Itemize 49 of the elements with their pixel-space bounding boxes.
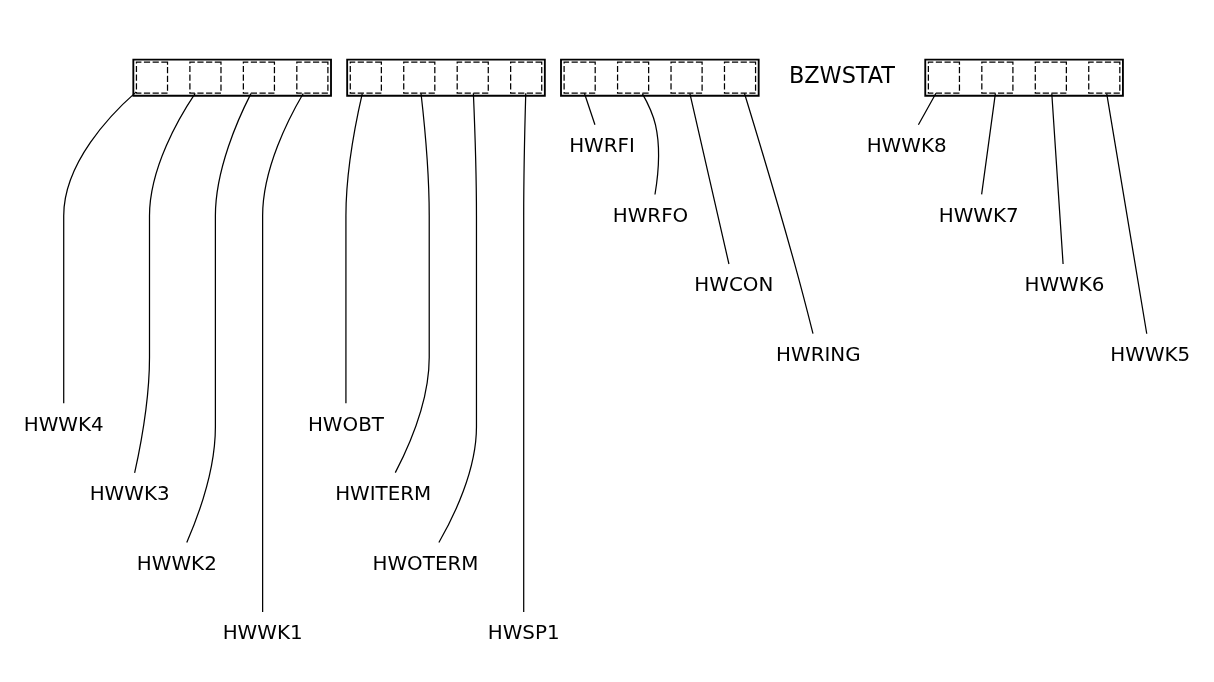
node-box [242, 61, 276, 94]
node-box [510, 61, 543, 94]
connector [1051, 92, 1064, 265]
node-text: HWRFI [569, 133, 635, 157]
node-text: HWWK3 [89, 481, 170, 505]
node-text: HWCON [694, 272, 774, 296]
node-text: HWWK8 [866, 133, 947, 157]
connector [394, 92, 430, 473]
node-box [670, 61, 703, 94]
node-text: HWWK6 [1024, 272, 1105, 296]
connector [345, 92, 363, 404]
node-text: HWWK1 [222, 620, 303, 644]
node-box [616, 61, 650, 94]
node-box [135, 61, 169, 94]
node-box [981, 61, 1014, 94]
node-box [403, 61, 436, 94]
node-box [723, 61, 757, 94]
connector [523, 92, 527, 613]
node-text: HWOTERM [372, 551, 479, 575]
node-box [927, 61, 961, 94]
node-box [189, 61, 222, 94]
connector [438, 92, 478, 543]
node-text: HWWK7 [938, 203, 1019, 227]
node-text: HWWK5 [1110, 342, 1191, 366]
connector [134, 92, 196, 474]
connector [1106, 92, 1148, 334]
node-text: HWITERM [335, 481, 432, 505]
connector [262, 92, 304, 613]
connector [743, 92, 814, 334]
node-box [456, 61, 489, 94]
connector [186, 92, 252, 543]
node-box [1088, 61, 1121, 94]
connector [583, 92, 596, 125]
connector [917, 92, 937, 125]
node-text: HWSP1 [487, 620, 560, 644]
node-text: HWWK4 [23, 412, 104, 436]
connector [63, 90, 137, 404]
connector [689, 92, 730, 265]
node-box [563, 61, 596, 94]
node-text: HWWK2 [136, 551, 217, 575]
node-box [1034, 61, 1067, 94]
node-box [296, 61, 329, 94]
connector [981, 92, 996, 195]
node-box [349, 61, 382, 94]
node-text: HWRING [776, 342, 861, 366]
node-text: HWRFO [612, 203, 689, 227]
node-text: HWOBT [307, 412, 384, 436]
connector [641, 92, 660, 195]
label: BZWSTAT [788, 61, 896, 88]
